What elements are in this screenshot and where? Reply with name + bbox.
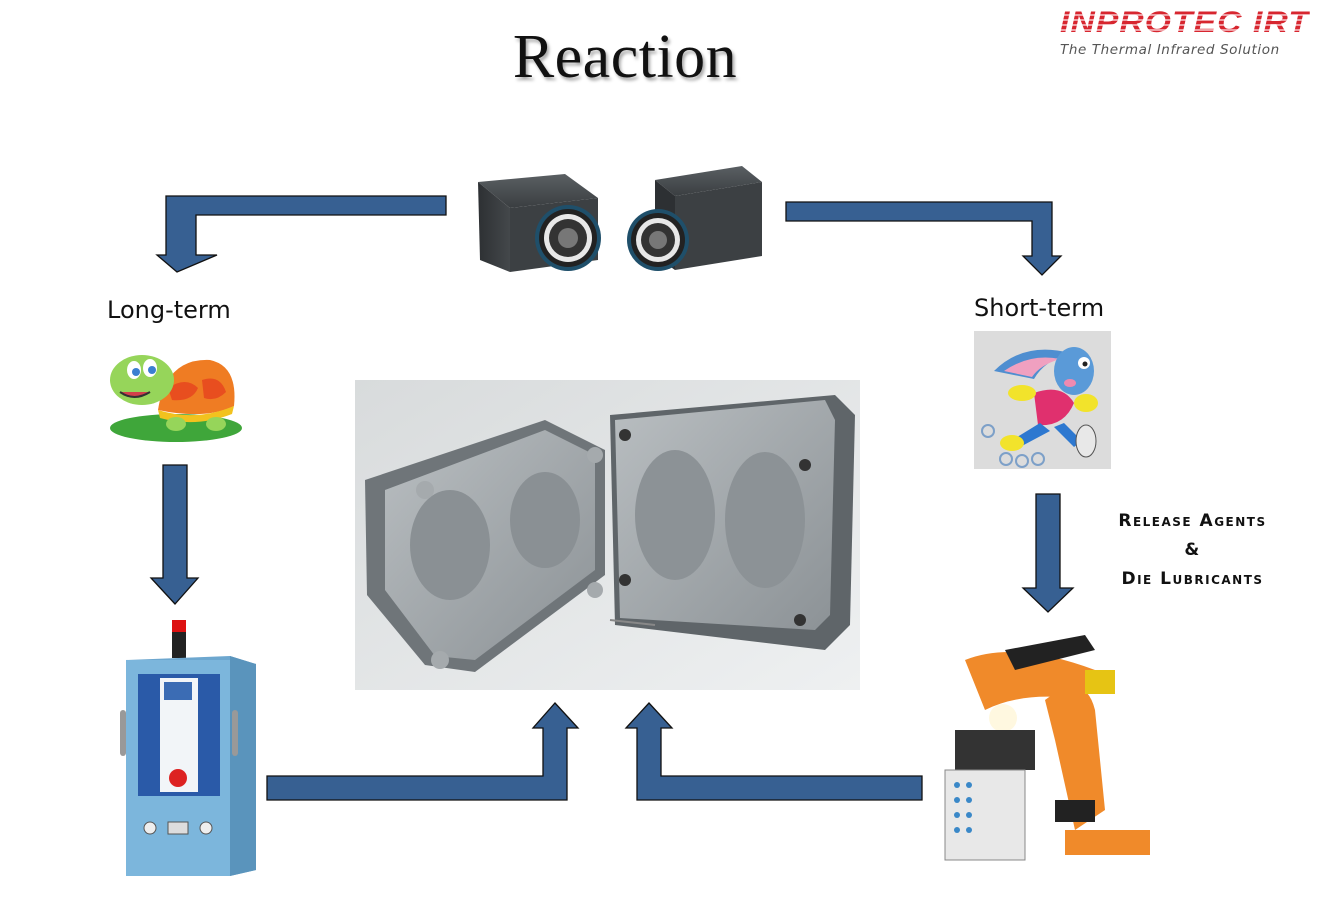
note-line-2: &: [1184, 540, 1201, 560]
arrow-robot-to-mold-up: [624, 702, 923, 801]
logo-brand-text: INPROTEC IRT: [1060, 6, 1310, 39]
spray-robot-image: [944, 635, 1150, 861]
note-line-1: Release Agents: [1118, 511, 1267, 531]
camera-left: [478, 174, 601, 272]
note-line-3: Die Lubricants: [1121, 569, 1264, 589]
arrow-unit-to-mold-up: [266, 702, 580, 801]
rabbit-image: [974, 331, 1111, 469]
arrow-short-term-down: [1021, 493, 1075, 613]
release-agents-note: Release Agents & Die Lubricants: [1080, 507, 1305, 594]
thermal-cameras-image: [478, 166, 762, 272]
label-long-term: Long-term: [107, 296, 231, 324]
arrow-cameras-to-long-term: [155, 195, 447, 273]
label-short-term: Short-term: [974, 294, 1105, 322]
mold-right-half: [610, 395, 855, 650]
arrow-long-term-down: [149, 464, 200, 605]
arrow-cameras-to-short-term: [785, 201, 1063, 276]
logo-tagline: The Thermal Infrared Solution: [1060, 42, 1280, 58]
turtle-image: [110, 355, 242, 442]
die-casting-mold-image: [355, 380, 860, 690]
temperature-control-unit-image: [120, 620, 256, 876]
mold-left-half: [365, 420, 605, 672]
camera-right: [627, 166, 762, 271]
slide-title: Reaction: [512, 23, 738, 91]
company-logo: INPROTEC IRT The Thermal Infrared Soluti…: [1058, 6, 1330, 58]
